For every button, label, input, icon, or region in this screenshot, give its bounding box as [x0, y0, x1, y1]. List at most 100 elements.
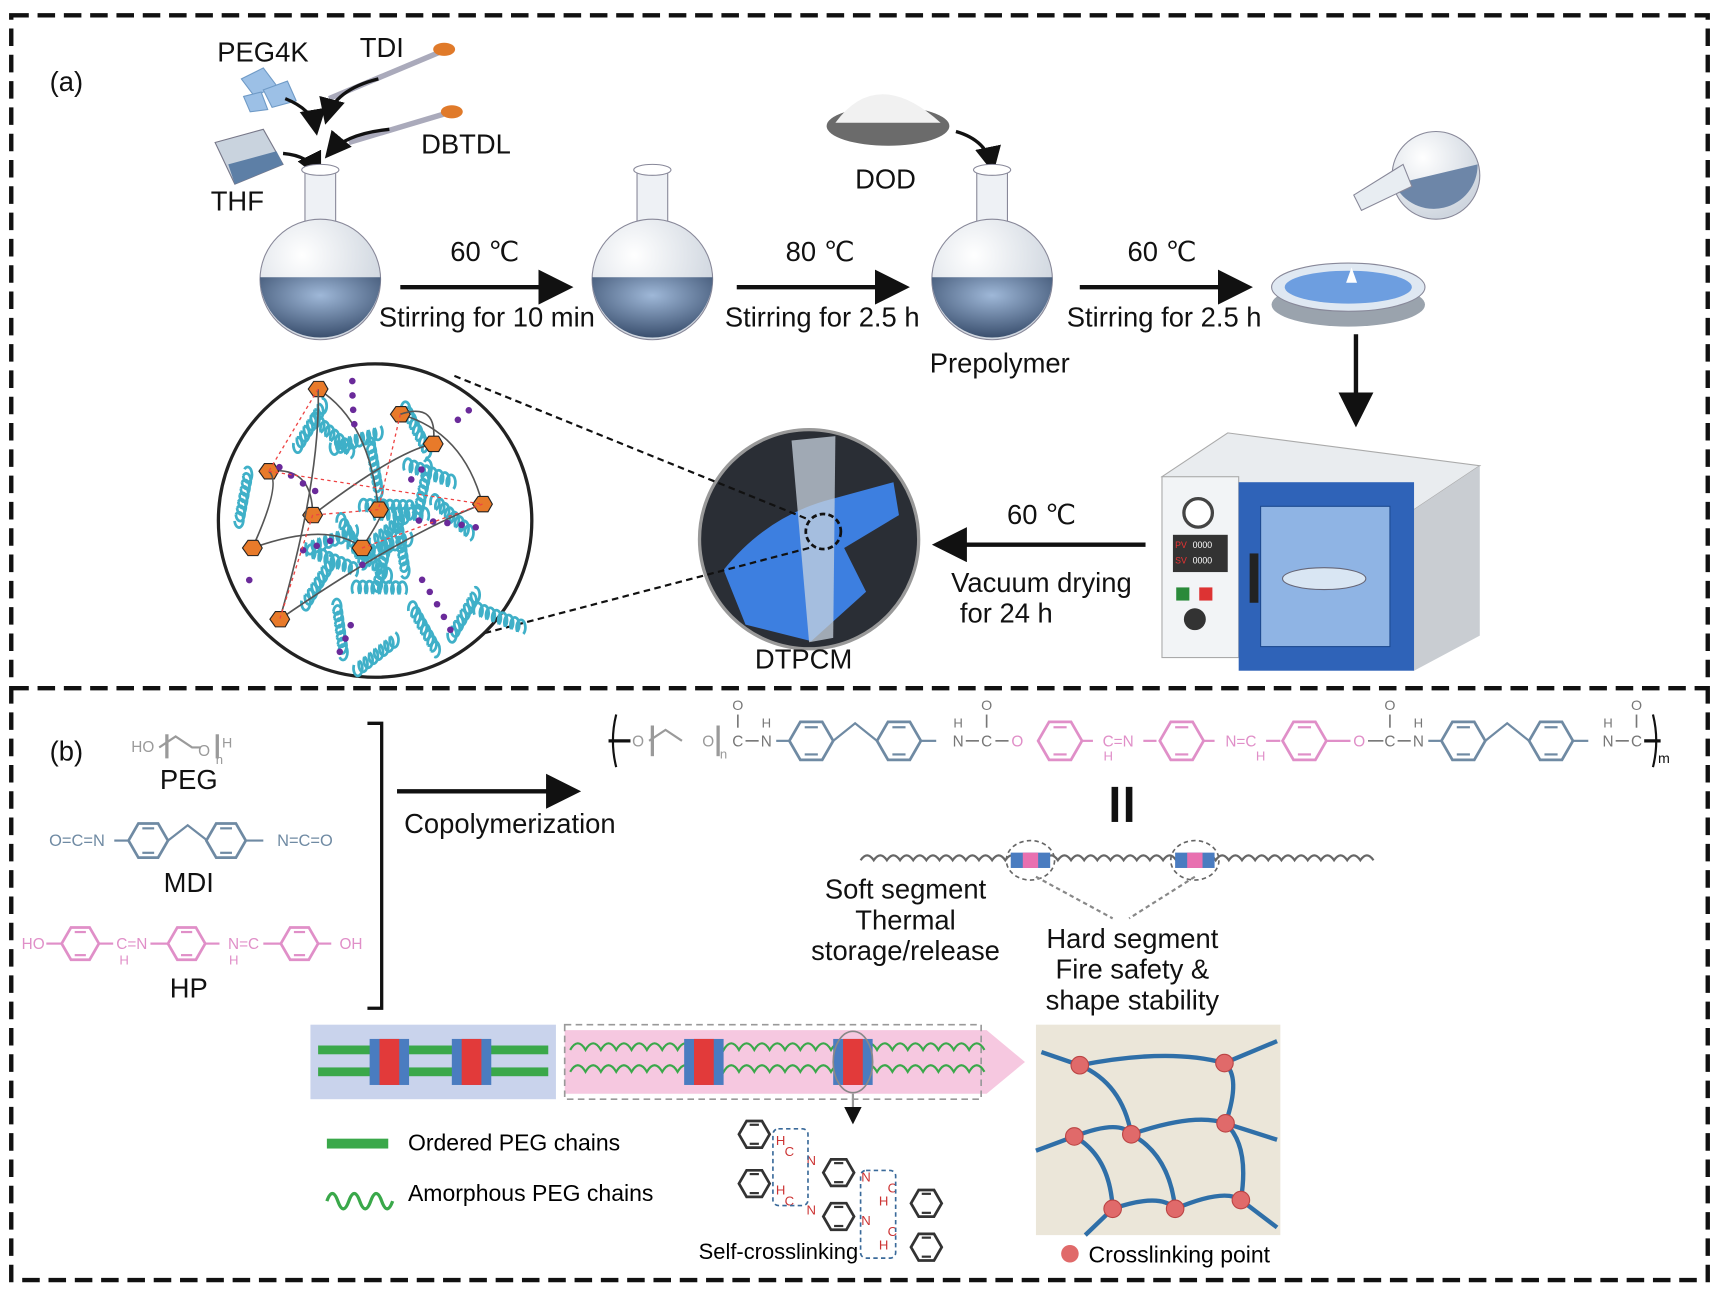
atom-label: O	[1011, 733, 1023, 750]
flask-rim	[633, 163, 672, 176]
soft-segment-wave	[859, 854, 1375, 863]
benzene-ring	[1036, 720, 1084, 762]
atom-label: C=N	[1103, 733, 1134, 750]
step-3-temp: 60 ℃	[1128, 236, 1197, 267]
crosslink-dot	[444, 519, 451, 527]
atom-label: N	[1602, 733, 1613, 750]
polymer-backbone	[312, 443, 434, 516]
hard-segment-core	[1022, 852, 1039, 868]
atom-label: H	[879, 1237, 889, 1252]
benzene-ring	[1280, 720, 1328, 762]
round-bottom-flask-icon	[931, 163, 1053, 341]
outer-dashed-border	[9, 13, 1710, 1283]
ordered-phase-region	[310, 1024, 556, 1100]
atom-label: H	[1104, 749, 1114, 764]
panel-a-label: (a)	[50, 66, 83, 97]
crosslinking-point	[1070, 1055, 1090, 1075]
step-1-temp: 60 ℃	[450, 236, 519, 267]
curved-arrow-icon	[955, 129, 1001, 174]
polymer-backbone	[279, 503, 483, 620]
crosslink-dot	[407, 476, 415, 483]
crosslink-dot	[418, 466, 425, 473]
amorphous-phase-arrow	[564, 1030, 1025, 1094]
crosslink-dot	[299, 480, 307, 487]
crosslink-dot	[326, 537, 334, 545]
atom-label: n	[720, 746, 727, 761]
atom-label: H	[222, 735, 232, 751]
benzene-ring	[279, 926, 320, 962]
atom-label: C=N	[116, 936, 147, 953]
polymer-backbone	[317, 388, 380, 510]
crosslink-dot	[359, 561, 366, 569]
polymer-backbone	[400, 413, 484, 505]
ordered-peg-chain	[318, 1067, 549, 1077]
atom-label: H	[1256, 749, 1266, 764]
atom-label: O	[702, 733, 714, 750]
amorphous-legend-label: Amorphous PEG chains	[408, 1180, 653, 1206]
pouring-flask-icon	[1353, 130, 1481, 220]
atom-label: H	[119, 952, 128, 967]
drying-line2: for 24 h	[960, 597, 1053, 628]
hard-segment-pointer	[1128, 875, 1196, 920]
hard-segment-node	[241, 539, 263, 557]
atom-label: N	[953, 733, 964, 750]
atom-label: C	[732, 733, 743, 750]
crosslink-dot	[429, 518, 437, 525]
atom-label: C	[888, 1180, 898, 1195]
benzene-ring	[1158, 720, 1206, 762]
hard-segment-line3: shape stability	[1046, 984, 1220, 1015]
crosslink-dot	[336, 648, 344, 656]
crosslink-dot	[311, 487, 319, 495]
zoom-line	[432, 546, 810, 648]
crosslink-dot	[347, 621, 354, 629]
benzene-ring	[737, 1119, 772, 1149]
ordered-legend-label: Ordered PEG chains	[408, 1130, 620, 1156]
dtpcm-label: DTPCM	[755, 644, 852, 675]
atom-label: N=C	[228, 936, 259, 953]
atom-label: N=C=O	[277, 832, 333, 850]
copolymerization-label: Copolymerization	[404, 808, 615, 839]
atom-label: H	[762, 716, 771, 731]
round-bottom-flask-icon	[259, 163, 382, 341]
benzene-ring	[787, 720, 835, 762]
atom-label: N	[861, 1169, 871, 1184]
bond	[167, 823, 209, 842]
reagent-peg4k: PEG4K	[217, 36, 308, 67]
bond	[648, 728, 683, 742]
monomer-hp-name: HP	[170, 972, 208, 1003]
peg-coil	[472, 601, 527, 635]
crosslinking-point	[1103, 1199, 1122, 1219]
bracket	[367, 721, 384, 1010]
pipette-dbtdl-icon	[348, 105, 463, 146]
benzene-ring	[60, 926, 101, 962]
hard-segment-node	[422, 435, 444, 453]
atom-label: C	[1384, 733, 1395, 750]
monomer-mdi-name: MDI	[164, 867, 214, 898]
drying-line1: Vacuum drying	[951, 567, 1132, 598]
panel-b-label: (b)	[50, 736, 83, 767]
polymer-backbone	[278, 389, 320, 620]
peg-coil	[406, 600, 442, 659]
dynamic-bond-box	[859, 1169, 897, 1259]
equals-sign-icon	[1111, 786, 1133, 822]
oven-sv-label: SV	[1175, 555, 1187, 565]
benzene-ring	[737, 1168, 772, 1199]
atom-label: H	[776, 1183, 786, 1198]
flask-liquid	[931, 277, 1053, 338]
hard-segment-node	[269, 610, 291, 628]
crosslink-dot	[349, 392, 356, 399]
beaker-thf-icon	[214, 128, 284, 185]
crosslink-dot	[276, 463, 283, 471]
hard-segment-line1: Hard segment	[1046, 923, 1218, 954]
hard-segment-highlight	[1169, 839, 1220, 881]
flask-liquid	[592, 277, 713, 338]
soft-segment-line3: storage/release	[811, 935, 1000, 966]
oven-pv-label: PV	[1175, 540, 1187, 550]
atom-label: O	[632, 733, 644, 750]
crosslink-dot	[458, 521, 465, 529]
benzene-ring	[821, 1201, 856, 1232]
